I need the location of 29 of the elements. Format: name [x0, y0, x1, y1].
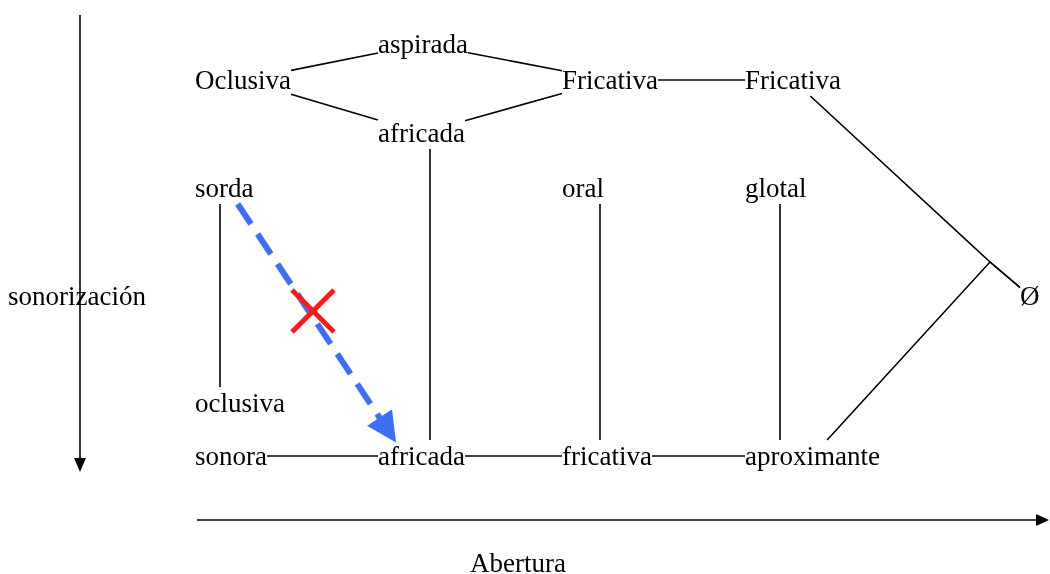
term-label: aspirada — [378, 28, 468, 60]
connector-line — [429, 148, 431, 441]
term-label: oclusiva — [195, 387, 285, 419]
connector-line — [826, 260, 1021, 441]
connector-line — [219, 203, 221, 388]
term-label: africada — [378, 117, 465, 149]
term-label: sonora — [195, 440, 267, 472]
term-label: Oclusiva — [195, 64, 291, 96]
term-label: sorda — [195, 172, 254, 204]
connector-line — [464, 92, 563, 122]
connector-line — [464, 455, 563, 457]
term-label: oral — [562, 172, 604, 204]
term-label: Fricativa — [562, 64, 658, 96]
term-label: glotal — [745, 172, 807, 204]
term-label: fricativa — [562, 440, 652, 472]
term-label: aproximante — [745, 440, 880, 472]
connector-line — [651, 455, 746, 457]
term-label: Ø — [1020, 280, 1040, 312]
connector-line — [290, 52, 379, 72]
connector-line — [657, 79, 746, 81]
axis-label: Abertura — [470, 547, 566, 574]
connector-line — [290, 93, 379, 121]
term-label: Fricativa — [745, 64, 841, 96]
connector-line — [779, 203, 781, 441]
connector-line — [467, 51, 563, 72]
arrow — [235, 202, 397, 443]
connector-line — [266, 455, 379, 457]
term-label: africada — [378, 440, 465, 472]
connector-line — [599, 203, 601, 441]
